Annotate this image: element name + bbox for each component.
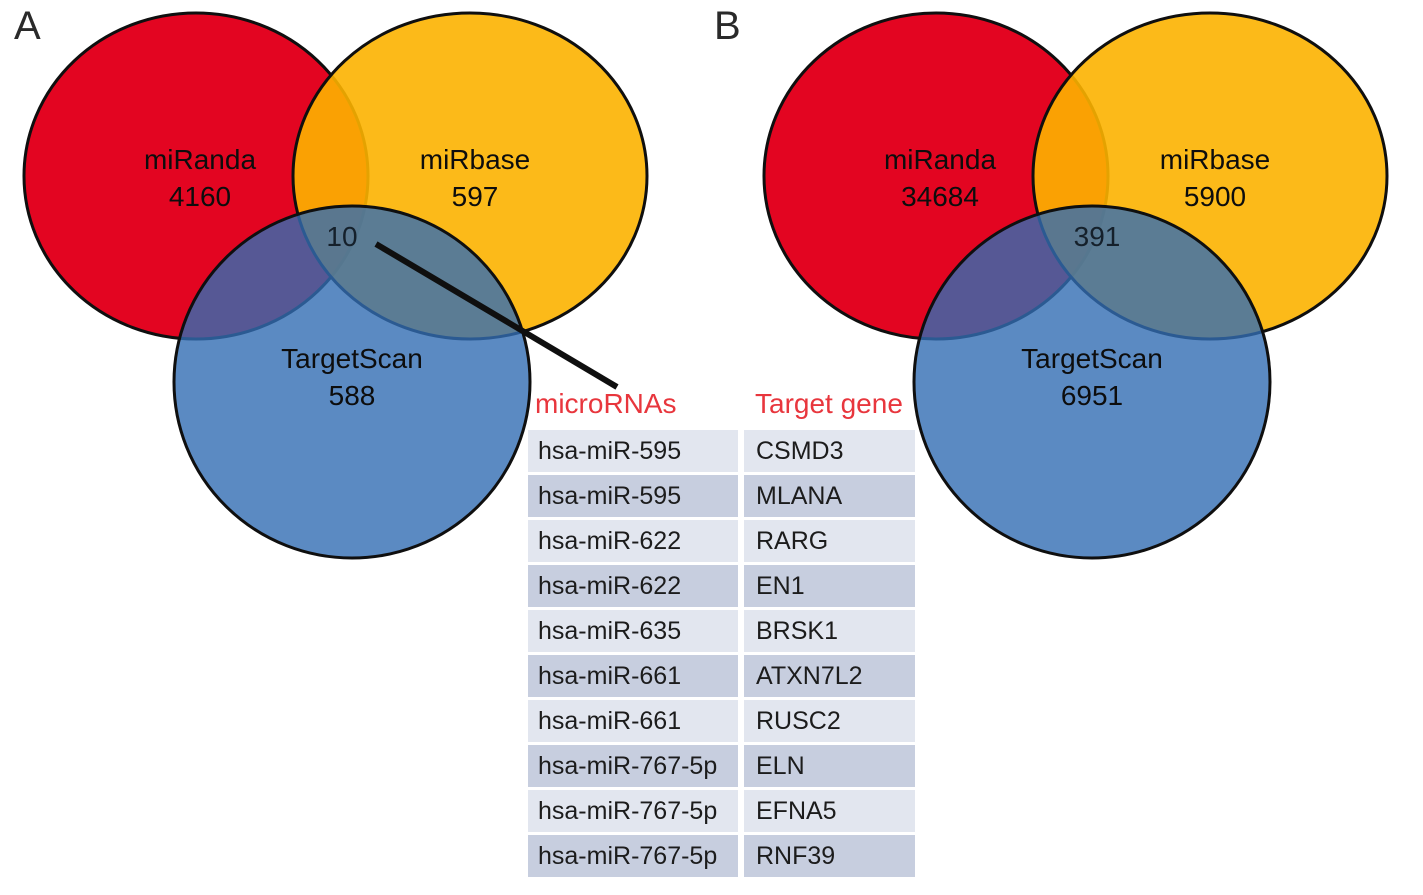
set-name: miRbase <box>1159 144 1271 175</box>
table-row: hsa-miR-767-5p EFNA5 <box>528 790 918 832</box>
table-row: hsa-miR-661 RUSC2 <box>528 700 918 742</box>
table-row: hsa-miR-622 EN1 <box>528 565 918 607</box>
gene-cell: EFNA5 <box>744 790 915 832</box>
venn-b-mirbase-label: miRbase 5900 <box>1105 141 1325 215</box>
set-name: TargetScan <box>1021 343 1163 374</box>
mirna-cell: hsa-miR-595 <box>528 475 738 517</box>
panel-a-label: A <box>14 4 41 48</box>
header-micrornas: microRNAs <box>535 388 677 419</box>
table-row: hsa-miR-595 CSMD3 <box>528 430 918 472</box>
table-body: hsa-miR-595 CSMD3 hsa-miR-595 MLANA hsa-… <box>528 430 918 877</box>
mirna-cell: hsa-miR-767-5p <box>528 745 738 787</box>
gene-cell: RARG <box>744 520 915 562</box>
venn-b-intersection-count: 391 <box>1073 221 1121 252</box>
gene-cell: ELN <box>744 745 915 787</box>
set-count: 597 <box>451 181 499 212</box>
callout-line <box>374 241 619 390</box>
venn-a-targetscan-label: TargetScan 588 <box>242 340 462 414</box>
mirna-cell: hsa-miR-622 <box>528 520 738 562</box>
set-count: 5900 <box>1183 181 1247 212</box>
set-name: miRanda <box>143 144 257 175</box>
mirna-cell: hsa-miR-767-5p <box>528 790 738 832</box>
set-name: TargetScan <box>281 343 423 374</box>
table-row: hsa-miR-635 BRSK1 <box>528 610 918 652</box>
mirna-cell: hsa-miR-661 <box>528 700 738 742</box>
venn-b-miranda-label: miRanda 34684 <box>830 141 1050 215</box>
set-count: 588 <box>328 380 376 411</box>
mirna-cell: hsa-miR-767-5p <box>528 835 738 877</box>
table-row: hsa-miR-767-5p RNF39 <box>528 835 918 877</box>
table-row: hsa-miR-661 ATXN7L2 <box>528 655 918 697</box>
mirna-target-table: microRNAs Target gene hsa-miR-595 CSMD3 … <box>528 386 918 877</box>
set-count: 34684 <box>901 181 979 212</box>
set-name: miRanda <box>883 144 997 175</box>
table-header-row: microRNAs Target gene <box>528 386 918 430</box>
gene-cell: RUSC2 <box>744 700 915 742</box>
venn-b-targetscan-label: TargetScan 6951 <box>982 340 1202 414</box>
venn-b-targetscan-circle <box>912 204 1272 560</box>
venn-a-miranda-label: miRanda 4160 <box>90 141 310 215</box>
gene-cell: CSMD3 <box>744 430 915 472</box>
set-name: miRbase <box>419 144 531 175</box>
mirna-cell: hsa-miR-622 <box>528 565 738 607</box>
venn-a-targetscan-circle <box>172 204 532 560</box>
gene-cell: MLANA <box>744 475 915 517</box>
set-count: 4160 <box>168 181 232 212</box>
set-count: 6951 <box>1060 380 1124 411</box>
mirna-cell: hsa-miR-635 <box>528 610 738 652</box>
venn-a <box>22 11 649 560</box>
panel-b-label: B <box>714 4 741 48</box>
gene-cell: BRSK1 <box>744 610 915 652</box>
venn-a-intersection-count: 10 <box>326 221 358 252</box>
header-target-gene: Target gene <box>755 388 903 419</box>
mirna-cell: hsa-miR-661 <box>528 655 738 697</box>
table-row: hsa-miR-622 RARG <box>528 520 918 562</box>
gene-cell: RNF39 <box>744 835 915 877</box>
venn-b <box>762 11 1389 560</box>
mirna-cell: hsa-miR-595 <box>528 430 738 472</box>
table-row: hsa-miR-595 MLANA <box>528 475 918 517</box>
venn-a-mirbase-label: miRbase 597 <box>365 141 585 215</box>
table-row: hsa-miR-767-5p ELN <box>528 745 918 787</box>
gene-cell: ATXN7L2 <box>744 655 915 697</box>
gene-cell: EN1 <box>744 565 915 607</box>
